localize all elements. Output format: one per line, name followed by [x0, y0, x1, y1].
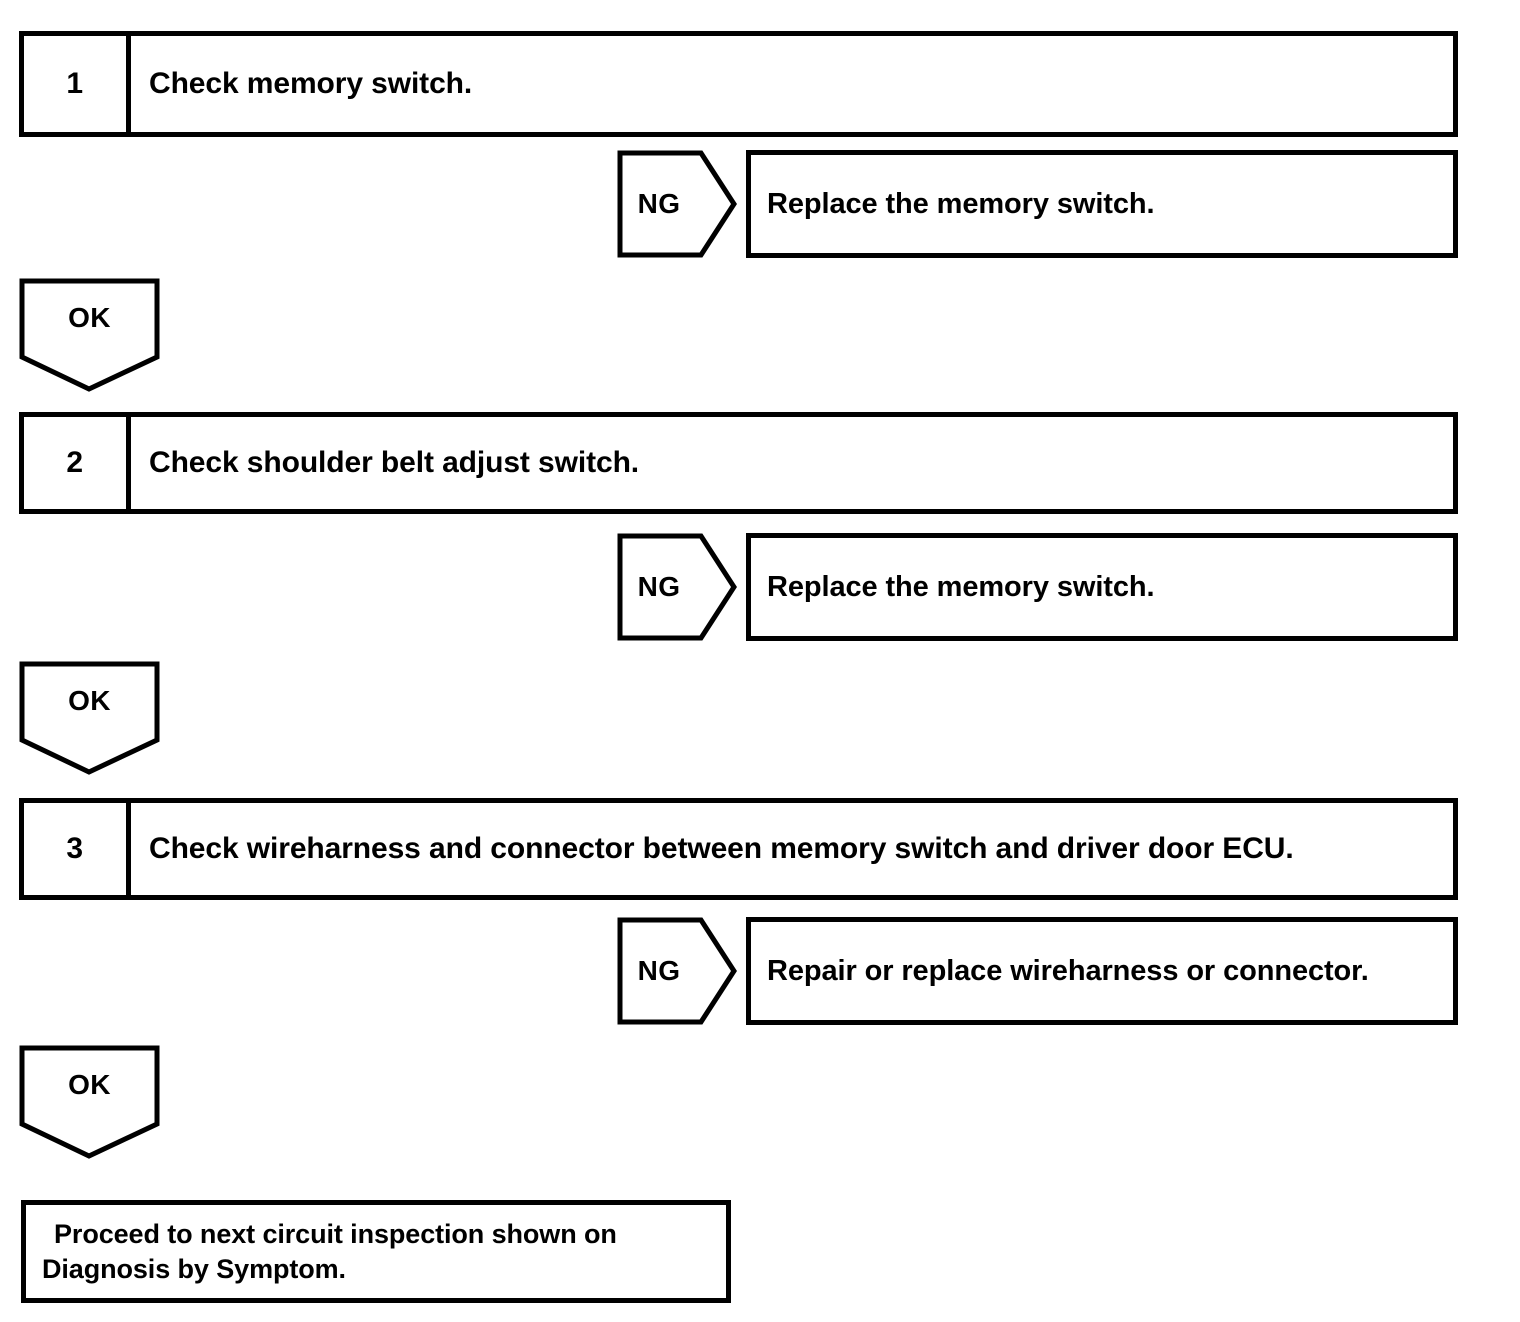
ok-connector-3: OK	[19, 1045, 160, 1159]
step-instruction-3: Check wireharness and connector between …	[149, 832, 1294, 865]
step-box-2: 2 Check shoulder belt adjust switch.	[19, 412, 1458, 514]
step-number-1: 1	[24, 36, 131, 132]
step-instruction-1: Check memory switch.	[149, 67, 473, 100]
ng-result-box-1: Replace the memory switch.	[746, 150, 1458, 258]
step-number-2: 2	[24, 417, 131, 509]
terminal-box: Proceed to next circuit inspection shown…	[21, 1200, 731, 1303]
step-box-1: 1 Check memory switch.	[19, 31, 1458, 137]
step-number-3: 3	[24, 803, 131, 895]
step-box-3: 3 Check wireharness and connector betwee…	[19, 798, 1458, 900]
ng-connector-3: NG	[617, 917, 737, 1025]
ng-connector-1: NG	[617, 150, 737, 258]
terminal-line-1: Proceed to next circuit inspection shown…	[54, 1219, 617, 1249]
ng-result-box-3: Repair or replace wireharness or connect…	[746, 917, 1458, 1025]
ng-connector-2: NG	[617, 533, 737, 641]
ok-connector-2: OK	[19, 661, 160, 775]
step-instruction-2: Check shoulder belt adjust switch.	[149, 446, 640, 479]
ok-connector-1: OK	[19, 278, 160, 392]
terminal-line-2: Diagnosis by Symptom.	[42, 1253, 346, 1284]
ng-result-box-2: Replace the memory switch.	[746, 533, 1458, 641]
